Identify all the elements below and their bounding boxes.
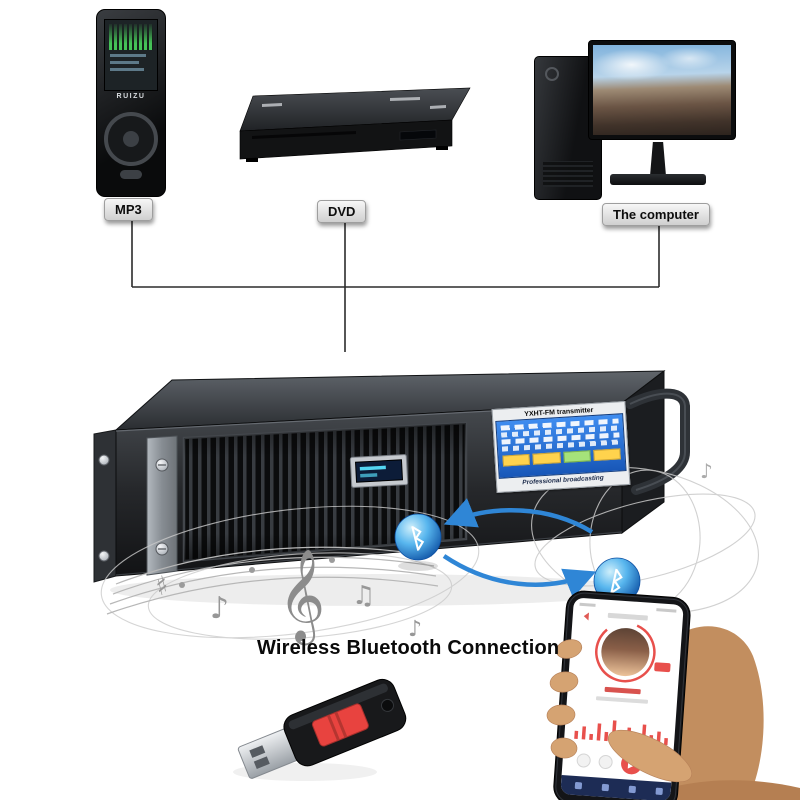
transmitter-mount-bracket [146, 435, 178, 576]
mp3-player-screen [104, 19, 158, 91]
label-computer: The computer [602, 203, 710, 226]
monitor-stand-neck [650, 142, 666, 176]
hand-thumb [607, 729, 693, 783]
transmitter-lcd-screen [495, 413, 627, 479]
transmitter-lcd-panel: YXHT-FM transmitter Professional broadca… [491, 400, 631, 494]
dvd-front-display [399, 129, 437, 141]
bluetooth-sphere [394, 513, 442, 561]
dvd-foot [246, 158, 258, 162]
dvd-player [239, 87, 471, 162]
usb-lanyard-hole [380, 698, 394, 712]
monitor-screen-wallpaper [593, 45, 731, 135]
bluetooth-icon: ᛒ [407, 521, 430, 555]
avatar [601, 628, 650, 677]
back-arrow-icon [583, 612, 590, 621]
lcd-status-chips [502, 448, 621, 467]
decorations: ♯ ♪ 𝄞 ♫ ♪ ♪ [100, 459, 759, 645]
music-staff [106, 546, 439, 615]
screw-icon [98, 550, 110, 562]
dvd-foot [436, 146, 448, 150]
dvd-logo-marks [262, 97, 446, 109]
hand-holding-phone [546, 590, 800, 800]
bluetooth-arrow [443, 498, 594, 534]
mp3-equalizer-graphic [109, 24, 153, 50]
music-notes: ♯ ♪ 𝄞 ♫ ♪ ♪ [152, 459, 712, 645]
dvd-disc-tray [252, 131, 356, 139]
beamed-notes-icon: ♫ [352, 581, 375, 611]
bluetooth-caption: Wireless Bluetooth Connection [257, 637, 560, 659]
small-oled-display [349, 454, 409, 488]
monitor-stand-base [610, 174, 706, 185]
hand-fingers [546, 639, 583, 759]
swirl-lines [100, 505, 480, 640]
eighth-note-icon: ♪ [700, 459, 713, 483]
mp3-control-wheel [104, 112, 158, 166]
label-mp3: MP3 [104, 198, 153, 221]
bluetooth-icon: ᛒ [606, 566, 628, 600]
song-title-text [604, 686, 641, 695]
dvd-front-face [239, 119, 453, 160]
treble-clef-icon: 𝄞 [278, 548, 325, 645]
label-dvd: DVD [317, 200, 367, 223]
mp3-bottom-button [120, 170, 142, 179]
live-badge [654, 662, 671, 673]
mp3-screen-text-line [110, 68, 144, 71]
mp3-brand-text: RUIZU [116, 93, 146, 100]
phone-header-text [607, 612, 648, 621]
usb-flash-drive [237, 678, 407, 779]
phone-bottom-nav [560, 774, 672, 800]
screw-icon [98, 454, 110, 466]
eighth-note-icon: ♪ [408, 617, 422, 642]
mp3-screen-text-line [110, 54, 147, 57]
connector-lines [131, 221, 660, 352]
mp3-player: RUIZU [96, 9, 166, 197]
mp3-screen-text-line [110, 61, 139, 64]
progress-ring [595, 621, 656, 683]
eighth-note-icon: ♪ [210, 591, 229, 626]
nav-icons [574, 782, 663, 795]
bluetooth-arrow [442, 554, 597, 598]
computer-monitor [588, 40, 736, 140]
